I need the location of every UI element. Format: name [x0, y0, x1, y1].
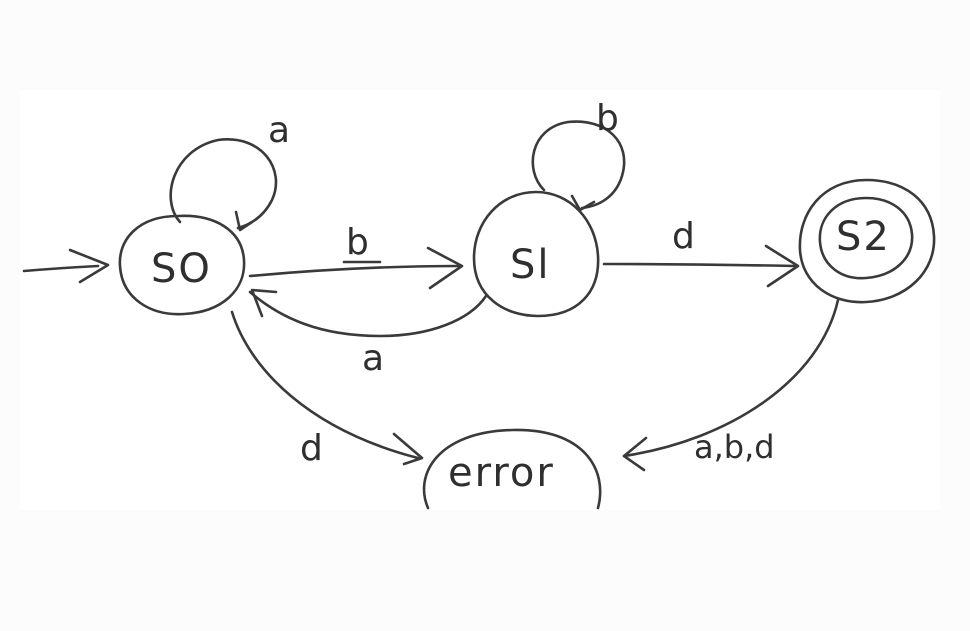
- state-s2-label: S2: [836, 214, 891, 260]
- edge-s1-loop: b: [531, 98, 626, 212]
- edge-s0-to-s1-label: b: [346, 222, 369, 263]
- state-error: error: [422, 428, 602, 510]
- state-error-label: error: [448, 450, 555, 496]
- edge-s1-to-s0-label: a: [362, 338, 384, 379]
- state-s1: Sl: [472, 190, 600, 318]
- edge-s0-to-error: d: [230, 310, 424, 469]
- edge-s2-to-error: a,b,d: [622, 298, 840, 472]
- edge-s2-to-error-label: a,b,d: [694, 428, 775, 466]
- edge-s1-to-s0: a: [248, 288, 488, 379]
- edge-s1-to-s2-label: d: [672, 216, 695, 257]
- state-s1-circle: [472, 190, 600, 318]
- start-arrow: [22, 248, 110, 284]
- edge-s0-to-s1: b: [248, 222, 464, 290]
- state-error-circle: [422, 428, 602, 510]
- state-s0-circle: [118, 214, 246, 316]
- state-s2: S2: [798, 178, 936, 304]
- state-s0-label: SO: [151, 246, 212, 292]
- state-s0: SO: [118, 214, 246, 316]
- paper-sheet: [20, 90, 940, 510]
- state-s2-inner-circle: [818, 196, 914, 280]
- edge-s0-loop: a: [169, 110, 290, 232]
- state-s2-outer-circle: [798, 178, 936, 304]
- edge-s0-to-error-label: d: [300, 428, 323, 469]
- edge-s1-to-s2: d: [602, 216, 800, 288]
- edge-s1-loop-label: b: [596, 98, 619, 139]
- edge-s0-loop-label: a: [268, 110, 290, 151]
- state-s1-label: Sl: [510, 242, 551, 288]
